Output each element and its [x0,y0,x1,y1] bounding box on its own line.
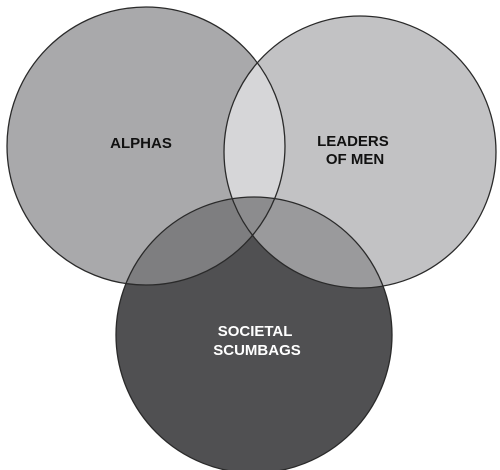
alphas-outline [6,6,286,286]
leaders-of-men-label: LEADERS OF MEN [317,133,393,168]
leaders-scumbags-overlap [224,197,392,288]
alphas-label: ALPHAS [110,135,172,152]
alphas-scumbags-overlap [116,197,285,285]
leaders-of-men-outline [223,15,497,289]
societal-scumbags-outline [115,196,393,470]
societal-scumbags-label: SOCIETAL SCUMBAGS [213,323,301,359]
